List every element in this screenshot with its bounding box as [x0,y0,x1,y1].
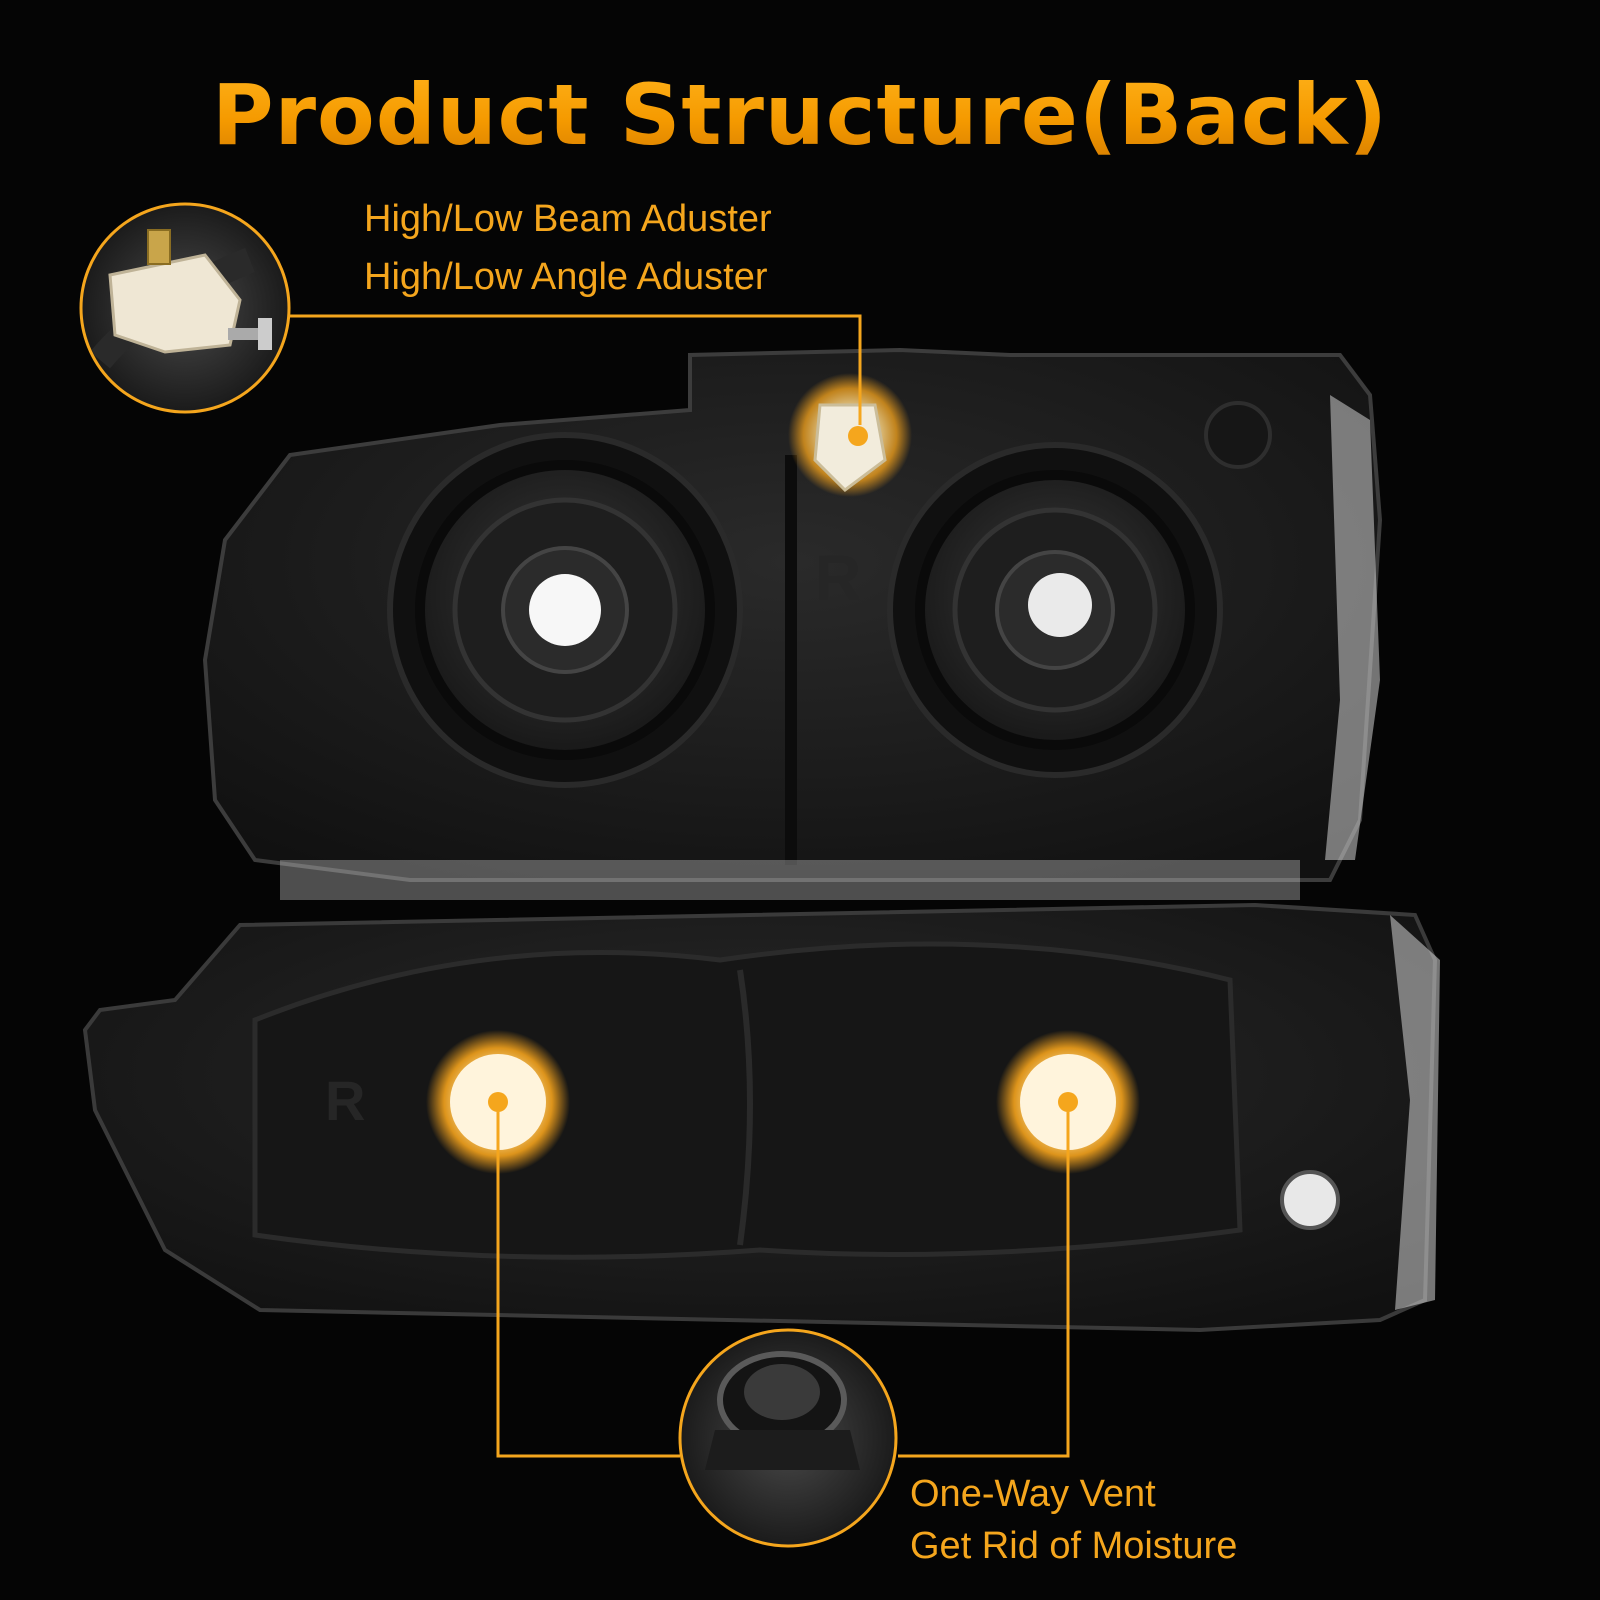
corner-light-housing: R [82,902,1440,1333]
adjuster-label-line2: High/Low Angle Aduster [364,256,768,298]
headlight-housing: R [202,347,1383,900]
adjuster-closeup-inset [79,202,291,414]
vent-closeup-inset [678,1328,898,1548]
adjuster-callout-line [290,314,862,425]
vent-callout-label: One-Way Vent Get Rid of Moisture [910,1468,1237,1572]
adjuster-label-line1: High/Low Beam Aduster [364,198,772,240]
vent-callout-line-left [496,1112,680,1458]
adjuster-callout-label: High/Low Beam Aduster High/Low Angle Adu… [364,190,772,306]
svg-text:R: R [325,1069,365,1132]
page-title: Product Structure(Back) [0,66,1600,164]
vent-label-line1: One-Way Vent [910,1473,1156,1515]
vent-callout-line-right [898,1112,1070,1458]
svg-text:R: R [815,542,861,614]
vent-label-line2: Get Rid of Moisture [910,1525,1238,1567]
callout-lines [290,314,1070,1458]
